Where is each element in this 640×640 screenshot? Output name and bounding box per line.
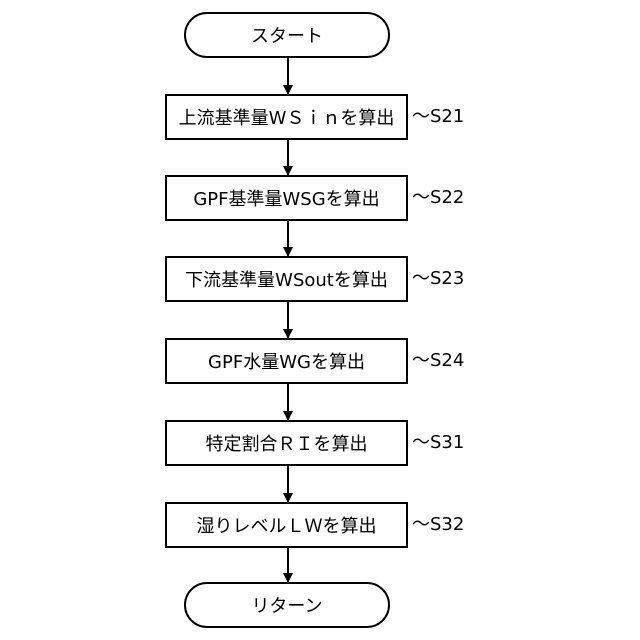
step-id-s22: 〜S22 bbox=[412, 188, 464, 208]
process-step-s22: GPF基準量WSGを算出 bbox=[165, 175, 408, 221]
step-label: 下流基準量WSoutを算出 bbox=[185, 266, 388, 292]
process-step-s21: 上流基準量WＳｉｎを算出 bbox=[165, 94, 408, 140]
leader-tilde: 〜 bbox=[412, 432, 430, 453]
leader-tilde: 〜 bbox=[412, 268, 430, 289]
step-id-s21: 〜S21 bbox=[412, 107, 464, 127]
step-number: S24 bbox=[430, 350, 464, 371]
leader-tilde: 〜 bbox=[412, 350, 430, 371]
step-id-s31: 〜S31 bbox=[412, 433, 464, 453]
process-step-s32: 湿りレベルＬＷを算出 bbox=[165, 502, 408, 548]
step-label: 特定割合ＲＩを算出 bbox=[206, 430, 368, 456]
step-label: 湿りレベルＬＷを算出 bbox=[197, 512, 377, 538]
end-label: リターン bbox=[251, 592, 322, 618]
step-number: S23 bbox=[430, 268, 464, 289]
step-label: 上流基準量WＳｉｎを算出 bbox=[179, 104, 395, 130]
step-number: S21 bbox=[430, 106, 464, 127]
leader-tilde: 〜 bbox=[412, 514, 430, 535]
end-terminal: リターン bbox=[184, 582, 390, 628]
start-terminal: スタート bbox=[184, 12, 390, 58]
step-label: GPF水量WGを算出 bbox=[208, 348, 365, 374]
step-number: S31 bbox=[430, 432, 464, 453]
leader-tilde: 〜 bbox=[412, 106, 430, 127]
step-number: S32 bbox=[430, 514, 464, 535]
step-id-s23: 〜S23 bbox=[412, 269, 464, 289]
process-step-s23: 下流基準量WSoutを算出 bbox=[165, 256, 408, 302]
start-label: スタート bbox=[251, 22, 323, 48]
step-label: GPF基準量WSGを算出 bbox=[193, 185, 379, 211]
step-id-s24: 〜S24 bbox=[412, 351, 464, 371]
step-id-s32: 〜S32 bbox=[412, 515, 464, 535]
step-number: S22 bbox=[430, 187, 464, 208]
leader-tilde: 〜 bbox=[412, 187, 430, 208]
process-step-s24: GPF水量WGを算出 bbox=[165, 338, 408, 384]
process-step-s31: 特定割合ＲＩを算出 bbox=[165, 420, 408, 466]
